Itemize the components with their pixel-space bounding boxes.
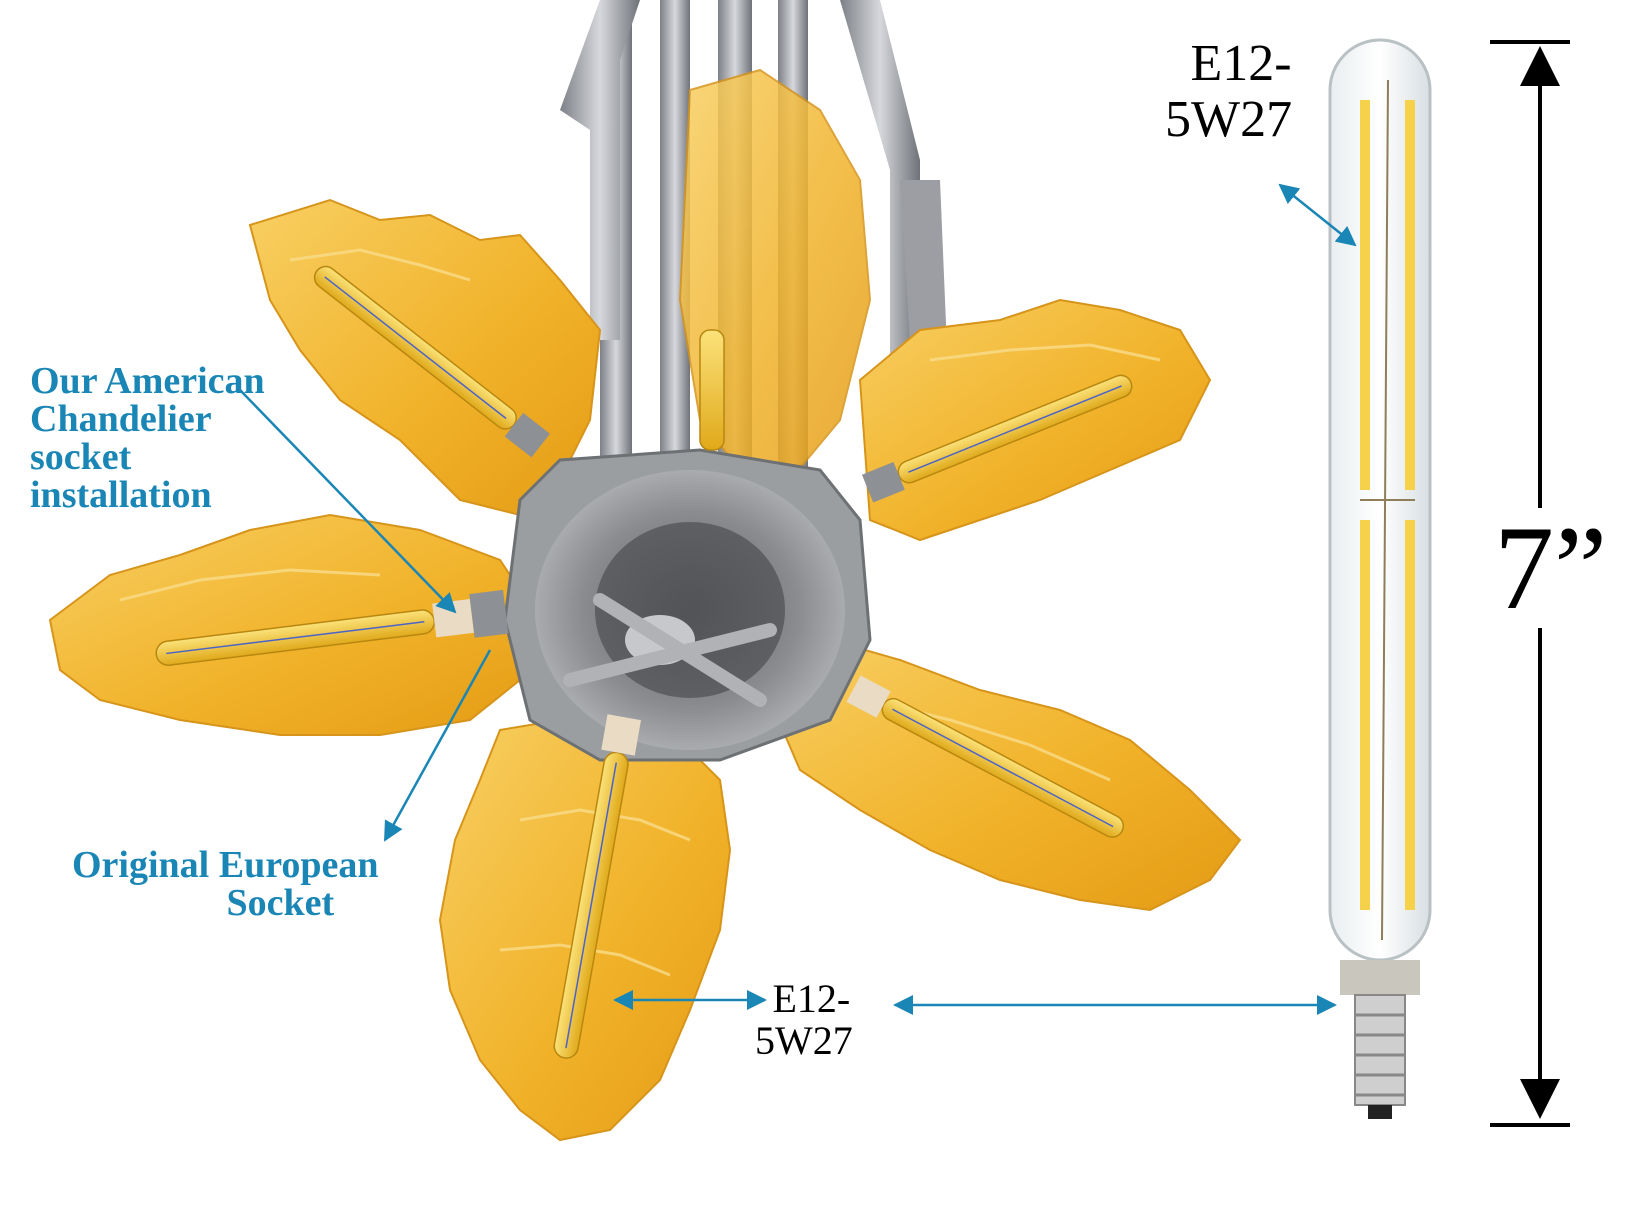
european-socket-line-1: Original European	[72, 844, 379, 886]
bulb-model-label-top: E12- 5W27	[1165, 35, 1292, 148]
callout-arrows	[239, 183, 1357, 1015]
american-socket-line-2: Chandelier	[30, 398, 212, 440]
american-socket-line-1: Our American	[30, 360, 265, 402]
height-label: 7”	[1490, 508, 1612, 628]
bulb-model-top-line-1: E12-	[1190, 35, 1292, 92]
american-socket-line-4: installation	[30, 474, 212, 516]
bulb-model-mid-line-2: 5W27	[755, 1018, 853, 1063]
screw-base	[1354, 994, 1406, 1119]
bulb-model-label-middle: E12- 5W27	[755, 976, 853, 1062]
tubular-bulb	[1328, 38, 1432, 1119]
european-socket-line-2: Socket	[226, 882, 335, 924]
american-socket-line-3: socket	[30, 436, 132, 478]
bulb-model-top-line-2: 5W27	[1165, 91, 1293, 148]
chandelier-hub	[503, 448, 872, 762]
european-socket-label: Original European Socket	[72, 846, 379, 922]
american-socket-label: Our American Chandelier socket installat…	[30, 362, 265, 514]
bulb-model-mid-line-1: E12-	[772, 976, 851, 1021]
chandelier-bulbs	[155, 265, 1133, 1059]
